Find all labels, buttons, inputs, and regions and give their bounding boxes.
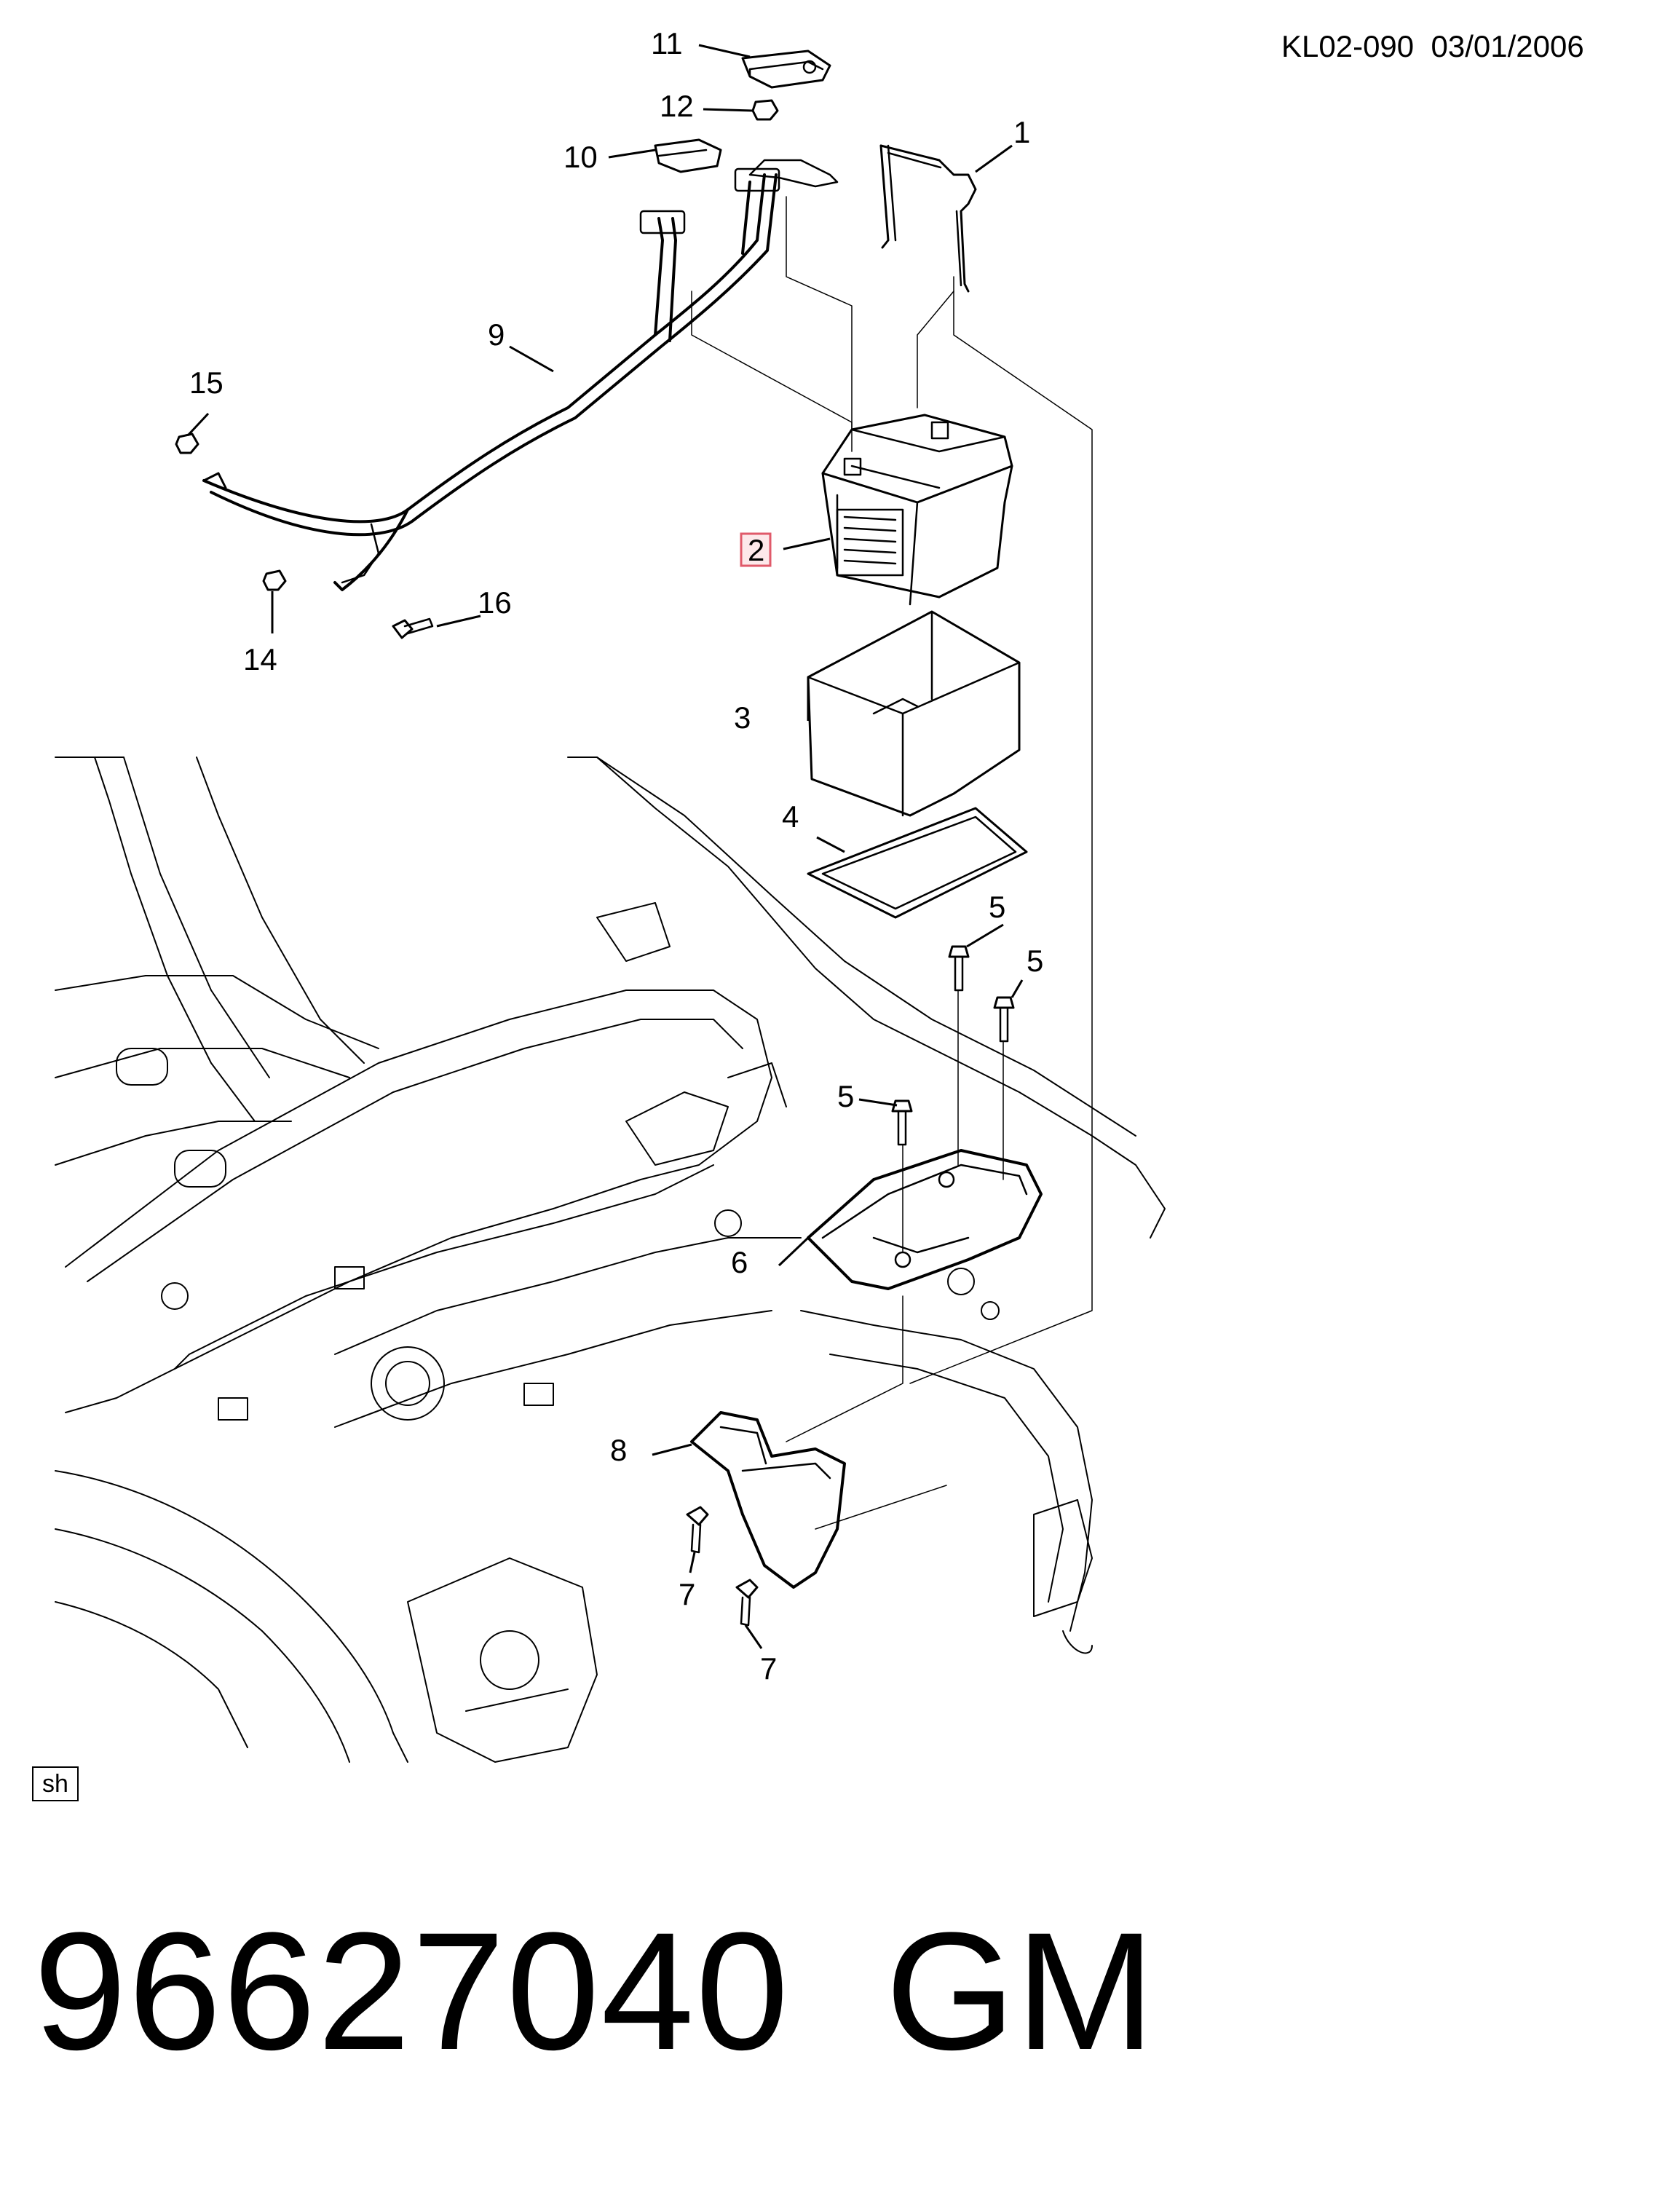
callout-15: 15 (189, 366, 224, 400)
callout-3: 3 (734, 700, 751, 735)
callout-1: 1 (1013, 115, 1030, 149)
callout-5-c: 5 (837, 1079, 854, 1113)
battery-tray (807, 1149, 1043, 1290)
battery-insulator (807, 610, 1021, 817)
terminal-cover-negative (654, 138, 722, 173)
callout-16: 16 (478, 585, 512, 620)
callout-14: 14 (243, 642, 277, 676)
callout-12: 12 (660, 89, 694, 123)
callout-8: 8 (610, 1433, 627, 1467)
nut-15 (175, 432, 199, 454)
callout-5-a: 5 (989, 890, 1005, 924)
vehicle-body-structure (55, 757, 1166, 1763)
brand-name: GM (885, 1897, 1155, 2085)
leader-lines (186, 44, 1024, 1649)
battery (821, 414, 1013, 606)
callout-7-b: 7 (760, 1651, 777, 1686)
drawing-reference-header: KL02-090 03/01/2006 (1281, 29, 1584, 64)
callout-11: 11 (651, 26, 683, 60)
battery-hold-down-bracket (879, 144, 977, 293)
bolt-16 (392, 617, 434, 639)
sheet-tag: sh (32, 1766, 79, 1801)
callout-5-b: 5 (1027, 944, 1043, 978)
battery-pad (807, 807, 1028, 919)
nut-12 (751, 99, 779, 121)
battery-tray-support-bracket (690, 1411, 846, 1589)
callout-labels: 1 2 3 4 5 5 5 6 7 7 8 9 10 11 12 14 15 1… (189, 26, 1043, 1686)
callout-2: 2 (748, 533, 764, 567)
callout-7-a: 7 (679, 1577, 695, 1611)
drawing-date: 03/01/2006 (1431, 29, 1584, 63)
highlighted-callout-box (740, 532, 772, 567)
nut-14 (262, 569, 287, 591)
bolt-7-b (735, 1579, 759, 1627)
terminal-cover-positive (741, 50, 831, 89)
drawing-ref: KL02-090 (1281, 29, 1415, 63)
callout-9: 9 (488, 317, 505, 352)
callout-6: 6 (731, 1245, 748, 1279)
part-number: 96627040 (33, 1897, 791, 2085)
bolt-5-c (891, 1099, 913, 1146)
callout-10: 10 (563, 140, 598, 174)
bolt-7-a (686, 1506, 709, 1554)
bolt-5-b (993, 996, 1015, 1043)
callout-4: 4 (782, 799, 799, 834)
bolt-5-a (948, 945, 970, 992)
reference-lines (691, 196, 1093, 1530)
battery-cable-harness (202, 167, 780, 591)
